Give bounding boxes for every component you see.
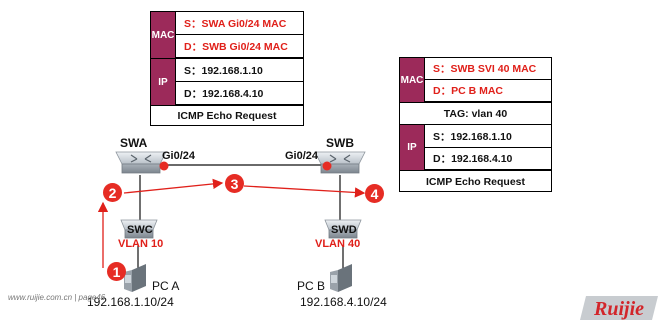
pca-ip-label: 192.168.1.10/24 — [87, 295, 174, 309]
swa-label: SWA — [120, 136, 148, 150]
swd-vlan-label: VLAN 40 — [315, 238, 361, 250]
dst-mac: D：PC B MAC — [425, 80, 551, 102]
src-mac: S：SWA Gi0/24 MAC — [176, 12, 303, 35]
ip-tag: IP — [400, 125, 425, 170]
pcb-computer-icon — [330, 264, 352, 292]
swb-label: SWB — [326, 136, 354, 150]
dst-mac: D：SWB Gi0/24 MAC — [176, 35, 303, 58]
swc-vlan-label: VLAN 10 — [118, 238, 164, 250]
dst-ip: D：192.168.4.10 — [176, 82, 303, 105]
packet-frame-swa-swb: MAC S：SWA Gi0/24 MAC D：SWB Gi0/24 MAC IP… — [150, 11, 304, 126]
packet-frame-swb-pcb: MAC S：SWB SVI 40 MAC D：PC B MAC TAG: vla… — [399, 57, 552, 192]
swa-switch-icon — [115, 151, 167, 174]
pca-label: PC A — [152, 279, 180, 293]
swd-label: SWD — [331, 224, 357, 236]
step-4-marker: 4 — [365, 184, 384, 203]
mac-tag: MAC — [400, 58, 425, 102]
ruijie-logo: Ruijie — [580, 293, 660, 323]
swb-switch-icon — [314, 151, 366, 174]
mac-tag: MAC — [151, 12, 176, 58]
swb-port-label: Gi0/24 — [285, 150, 319, 162]
arrow-3-to-4 — [243, 185, 366, 198]
swc-label: SWC — [127, 224, 153, 236]
dst-ip: D：192.168.4.10 — [425, 148, 551, 170]
step-2-marker: 2 — [103, 183, 122, 202]
vlan-tag-label: TAG: vlan 40 — [400, 102, 551, 125]
src-ip: S：192.168.1.10 — [176, 58, 303, 82]
payload-label: ICMP Echo Request — [400, 170, 551, 192]
pcb-ip-label: 192.168.4.10/24 — [300, 295, 387, 309]
swa-port-dot — [159, 161, 169, 171]
arrow-2-to-3 — [123, 178, 224, 194]
src-ip: S：192.168.1.10 — [425, 125, 551, 148]
swc-switch-icon — [120, 219, 158, 239]
swd-switch-icon — [324, 219, 362, 239]
pcb-label: PC B — [297, 279, 326, 293]
svg-text:Ruijie: Ruijie — [593, 298, 644, 320]
step-3-marker: 3 — [225, 174, 244, 193]
payload-label: ICMP Echo Request — [151, 105, 303, 126]
swa-port-label: Gi0/24 — [162, 150, 196, 162]
swb-port-dot — [322, 161, 332, 171]
pca-computer-icon — [124, 264, 146, 292]
footer-text: www.ruijie.com.cn | page46 — [8, 293, 106, 302]
src-mac: S：SWB SVI 40 MAC — [425, 58, 551, 80]
step-1-marker: 1 — [107, 262, 126, 281]
ip-tag: IP — [151, 58, 176, 106]
